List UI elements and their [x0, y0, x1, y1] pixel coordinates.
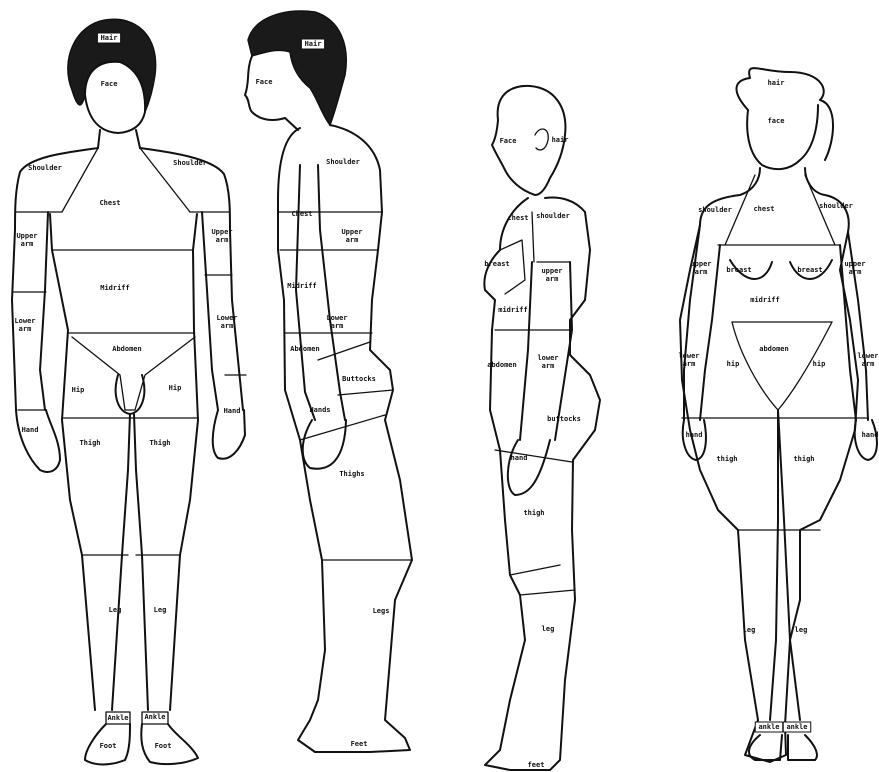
- label-female-front-abdomen: abdomen: [759, 345, 789, 353]
- male-front-region-lines: [12, 212, 246, 555]
- label-female-front-face: face: [768, 117, 785, 125]
- label-male-side-thighs: Thighs: [339, 470, 364, 478]
- label-male-front-leg-right: Leg: [154, 606, 167, 614]
- male-front-chest-v: [62, 148, 190, 212]
- male-front-torso: [12, 148, 243, 410]
- label-male-side-hands: Hands: [309, 406, 330, 414]
- label-female-front-thigh-left: thigh: [716, 455, 737, 463]
- female-side-hand: [508, 440, 550, 495]
- label-female-front-shoulder-left: shoulder: [698, 206, 732, 214]
- label-female-side-shoulder: shoulder: [536, 212, 570, 220]
- female-side-figure: [484, 86, 600, 770]
- label-female-front-ankle-left: ankle: [758, 723, 779, 731]
- label-male-front-lower-arm-left: Lowerarm: [14, 317, 35, 333]
- label-male-front-hair: Hair: [101, 34, 118, 42]
- female-front-face: [747, 105, 818, 169]
- label-male-front-chest: Chest: [99, 199, 120, 207]
- label-male-front-hip-left: Hip: [72, 386, 85, 394]
- label-male-side-legs: Legs: [373, 607, 390, 615]
- label-female-side-feet: feet: [528, 761, 545, 769]
- label-male-front-foot-left: Foot: [100, 742, 117, 750]
- label-female-front-shoulder-right: shoulder: [819, 202, 853, 210]
- label-male-front-shoulder-right: Shoulder: [173, 159, 207, 167]
- label-male-front-face: Face: [101, 80, 118, 88]
- label-male-front-midriff: Midriff: [100, 284, 130, 292]
- label-female-front-hip-right: hip: [813, 360, 826, 368]
- label-male-front-ankle-left: Ankle: [107, 714, 128, 722]
- label-female-front-ankle-right: ankle: [786, 723, 807, 731]
- label-male-side-shoulder: Shoulder: [326, 158, 360, 166]
- male-front-inner-legs: [112, 414, 148, 710]
- label-male-front-thigh-right: Thigh: [149, 439, 170, 447]
- label-male-side-feet: Feet: [351, 740, 368, 748]
- label-female-side-breast: breast: [484, 260, 509, 268]
- male-front-figure: [12, 19, 246, 764]
- male-side-hand: [303, 420, 346, 469]
- label-female-front-leg-left: leg: [743, 626, 756, 634]
- male-side-face: [245, 56, 298, 130]
- label-male-front-thigh-left: Thigh: [79, 439, 100, 447]
- label-female-front-breast-right: breast: [797, 266, 822, 274]
- label-female-front-thigh-right: thigh: [793, 455, 814, 463]
- label-female-side-thigh: thigh: [523, 509, 544, 517]
- female-front-figure: [680, 68, 877, 762]
- label-female-front-midriff: midriff: [750, 296, 780, 304]
- male-side-figure: [245, 11, 412, 752]
- label-male-side-chest: Chest: [291, 210, 312, 218]
- label-male-side-hair: Hair: [305, 40, 322, 48]
- female-side-ear: [535, 129, 548, 150]
- female-front-body: [680, 168, 858, 762]
- label-male-front-ankle-right: Ankle: [144, 713, 165, 721]
- label-female-side-leg: leg: [542, 625, 555, 633]
- label-male-front-leg-left: Leg: [109, 606, 122, 614]
- male-side-hair: [248, 11, 346, 125]
- label-female-front-hair: hair: [768, 79, 785, 87]
- label-male-front-hip-right: Hip: [169, 384, 182, 392]
- label-male-front-shoulder-left: Shoulder: [28, 164, 62, 172]
- label-female-side-midriff: midriff: [498, 306, 528, 314]
- label-male-side-face: Face: [256, 78, 273, 86]
- label-male-front-abdomen: Abdomen: [112, 345, 142, 353]
- label-female-front-breast-left: breast: [726, 266, 751, 274]
- label-male-front-foot-right: Foot: [155, 742, 172, 750]
- male-front-face: [85, 62, 145, 133]
- male-front-inner-arms: [40, 212, 218, 410]
- female-front-chest-v: [725, 175, 835, 245]
- label-female-side-buttocks: buttocks: [547, 415, 581, 423]
- label-female-side-abdomen: abdomen: [487, 361, 517, 369]
- label-male-front-hand-left: Hand: [22, 426, 39, 434]
- label-female-front-chest: chest: [753, 205, 774, 213]
- female-side-arm: [520, 262, 572, 440]
- label-female-side-face: Face: [500, 137, 517, 145]
- label-male-side-midriff: Midriff: [287, 282, 317, 290]
- label-female-front-leg-right: leg: [795, 626, 808, 634]
- label-male-front-hand-right: Hand: [224, 407, 241, 415]
- label-female-side-upper-arm: upperarm: [541, 267, 562, 283]
- label-female-front-hand-right: hand: [862, 431, 879, 439]
- female-side-body: [484, 198, 600, 770]
- label-male-side-abdomen: Abdomen: [290, 345, 320, 353]
- label-female-side-hand: hand: [511, 454, 528, 462]
- label-female-side-hair: hair: [552, 136, 569, 144]
- label-female-side-chest: chest: [507, 214, 528, 222]
- male-side-arm: [296, 165, 345, 420]
- label-female-front-hand-left: hand: [686, 431, 703, 439]
- label-male-side-buttocks: Buttocks: [342, 375, 376, 383]
- label-female-front-hip-left: hip: [727, 360, 740, 368]
